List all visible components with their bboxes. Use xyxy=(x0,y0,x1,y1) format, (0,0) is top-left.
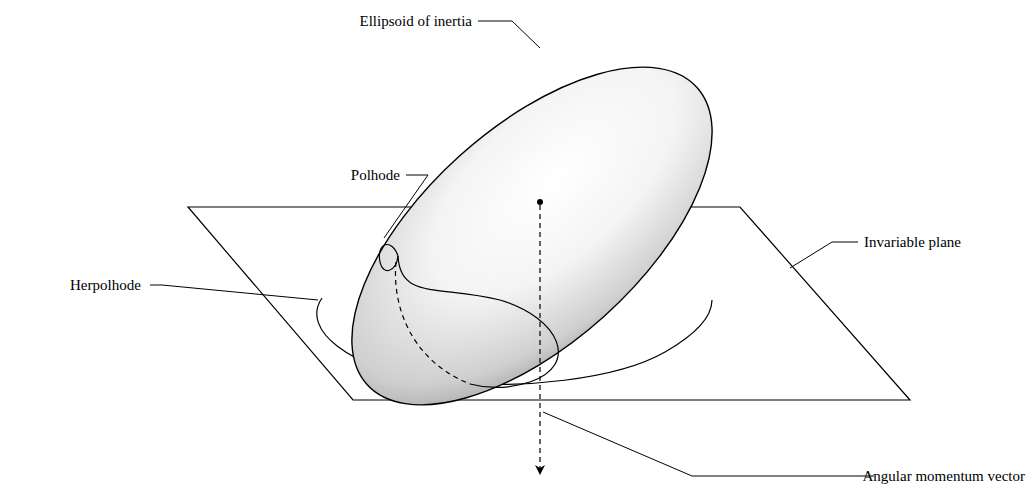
callout-label: Invariable plane xyxy=(864,233,961,251)
leader-line xyxy=(384,175,428,238)
center-dot xyxy=(537,199,543,205)
callout-label: Ellipsoid of inertia xyxy=(360,12,472,30)
inertia-ellipsoid xyxy=(295,7,769,465)
angular-momentum-arrow xyxy=(539,205,540,474)
leader-line xyxy=(150,285,318,300)
callout-label: Angular momentum vector xyxy=(863,467,1025,485)
callout-label: Herpolhode xyxy=(70,276,141,294)
leader-line xyxy=(790,242,858,268)
callout-label: Polhode xyxy=(351,166,400,184)
polhode-curve xyxy=(398,256,558,388)
polhode-hidden xyxy=(395,262,470,384)
leader-line xyxy=(478,21,540,48)
leader-line xyxy=(543,412,874,476)
